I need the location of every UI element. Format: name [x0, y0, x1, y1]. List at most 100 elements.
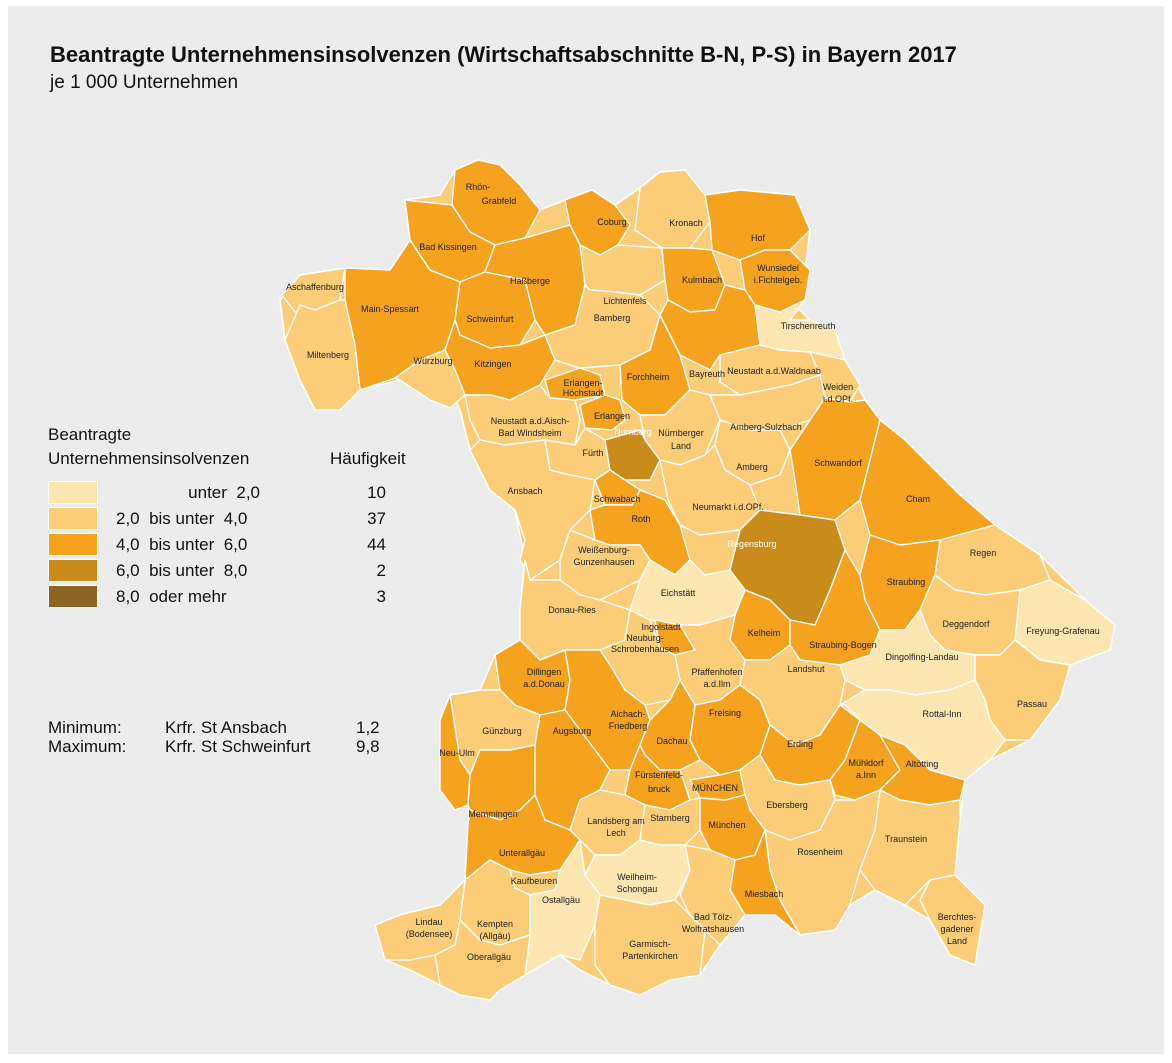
region-label: Höchstadt — [563, 388, 604, 398]
region-label: Garmisch- — [629, 939, 671, 949]
region-label: Erding — [787, 739, 813, 749]
region-label: Gunzenhausen — [573, 557, 634, 567]
region-label: Amberg-Sulzbach — [730, 422, 802, 432]
region-label: Kelheim — [748, 628, 781, 638]
region-label: Tirschenreuth — [781, 321, 836, 331]
region-label: Schrobenhausen — [611, 644, 679, 654]
region-label: Kitzingen — [474, 359, 511, 369]
region-label: Würzburg — [413, 356, 452, 366]
region-label: MÜNCHEN — [692, 783, 738, 793]
region-label: Weißenburg- — [578, 545, 630, 555]
region-label: Bayreuth — [689, 369, 725, 379]
page-title: Beantragte Unternehmensinsolvenzen (Wirt… — [50, 42, 957, 67]
region-label: Haßberge — [510, 276, 550, 286]
legend-swatch — [48, 559, 98, 582]
legend-label: 2,0 bis unter 4,0 — [116, 509, 248, 528]
max-value: 9,8 — [356, 737, 380, 756]
legend-label: 8,0 oder mehr — [116, 587, 227, 606]
legend-heading-line1: Beantragte — [48, 425, 132, 444]
region-label: Lindau — [415, 917, 442, 927]
region-label: Bad Kissingen — [419, 242, 477, 252]
legend-count: 44 — [367, 535, 386, 554]
region-label: Fürstenfeld- — [635, 770, 683, 780]
legend-swatch — [48, 507, 98, 530]
region-label: Aichach- — [610, 709, 645, 719]
legend-label: unter 2,0 — [188, 483, 260, 502]
region-label: Schweinfurt — [466, 314, 514, 324]
region-label: Memmingen — [468, 809, 518, 819]
legend-count: 10 — [367, 483, 386, 502]
region-label: Partenkirchen — [622, 951, 678, 961]
legend-count: 3 — [376, 587, 386, 606]
region-label: gadener — [940, 924, 973, 934]
region-label: Schwandorf — [814, 458, 862, 468]
legend-swatch — [48, 481, 98, 504]
region-77 — [679, 844, 746, 947]
region-label: Starnberg — [650, 813, 690, 823]
legend-row: 6,0 bis unter 8,0 2 — [48, 559, 408, 583]
page-subtitle: je 1 000 Unternehmen — [50, 72, 239, 93]
legend-swatch — [48, 533, 98, 556]
region-33 — [859, 418, 997, 546]
region-label: Eichstätt — [661, 588, 696, 598]
region-label: a.d.Ilm — [703, 679, 730, 689]
region-label: Aschaffenburg — [286, 282, 344, 292]
region-label: Freyung-Grafenau — [1026, 626, 1100, 636]
region-14 — [284, 299, 361, 411]
legend-label: 4,0 bis unter 6,0 — [116, 535, 248, 554]
region-label: Nürnberger — [658, 428, 704, 438]
region-label: Kronach — [669, 218, 703, 228]
region-label: Land — [947, 936, 967, 946]
region-label: Oberallgäu — [467, 952, 511, 962]
region-label: Miesbach — [745, 889, 784, 899]
region-label: Wunsiedel — [757, 263, 799, 273]
min-region: Krfr. St Ansbach — [165, 718, 287, 737]
region-label: Neustadt a.d.Aisch- — [491, 416, 570, 426]
legend-count: 37 — [367, 509, 386, 528]
legend-row: unter 2,0 10 — [48, 481, 408, 505]
region-3 — [634, 169, 711, 249]
region-label: Friedberg — [609, 721, 648, 731]
region-label: Erlangen- — [563, 378, 602, 388]
region-label: Passau — [1017, 699, 1047, 709]
region-label: Amberg — [736, 462, 768, 472]
region-label: Fürth — [582, 448, 603, 458]
region-78 — [919, 874, 986, 966]
legend-row: 8,0 oder mehr 3 — [48, 585, 408, 609]
region-label: Dingolfing-Landau — [885, 652, 958, 662]
max-region: Krfr. St Schweinfurt — [165, 737, 311, 756]
region-label: Berchtes- — [938, 912, 977, 922]
min-value: 1,2 — [356, 718, 380, 737]
region-52 — [837, 679, 1006, 781]
region-label: Lichtenfels — [603, 296, 647, 306]
legend-row: 4,0 bis unter 6,0 44 — [48, 533, 408, 557]
legend-swatch — [48, 585, 98, 608]
region-label: Main-Spessart — [361, 304, 420, 314]
region-label: (Allgäu) — [479, 931, 510, 941]
region-label: Neumarkt i.d.OPf. — [692, 502, 764, 512]
region-label: Ebersberg — [766, 800, 808, 810]
region-label: i.Fichtelgeb. — [754, 275, 803, 285]
region-label: Neustadt a.d.Waldnaab — [727, 366, 821, 376]
region-label: Bad Windsheim — [498, 428, 561, 438]
region-label: Dillingen — [527, 667, 562, 677]
region-label: Straubing-Bogen — [809, 640, 877, 650]
region-label: Kulmbach — [682, 275, 722, 285]
region-label: Miltenberg — [307, 350, 349, 360]
region-label: Dachau — [656, 736, 687, 746]
region-label: a.Inn — [856, 770, 876, 780]
region-label: Rosenheim — [797, 847, 843, 857]
region-label: Schongau — [617, 884, 658, 894]
region-label: Weilheim- — [617, 872, 657, 882]
region-label: Ansbach — [507, 486, 542, 496]
region-12 — [544, 283, 661, 369]
region-label: a.d.Donau — [523, 679, 565, 689]
region-label: München — [708, 820, 745, 830]
region-label: Roth — [631, 514, 650, 524]
legend-heading-line2: Unternehmensinsolvenzen — [48, 449, 250, 468]
region-81 — [594, 894, 706, 996]
region-9 — [579, 243, 666, 296]
region-label: Bamberg — [594, 313, 631, 323]
region-label: Landsberg am — [587, 816, 645, 826]
